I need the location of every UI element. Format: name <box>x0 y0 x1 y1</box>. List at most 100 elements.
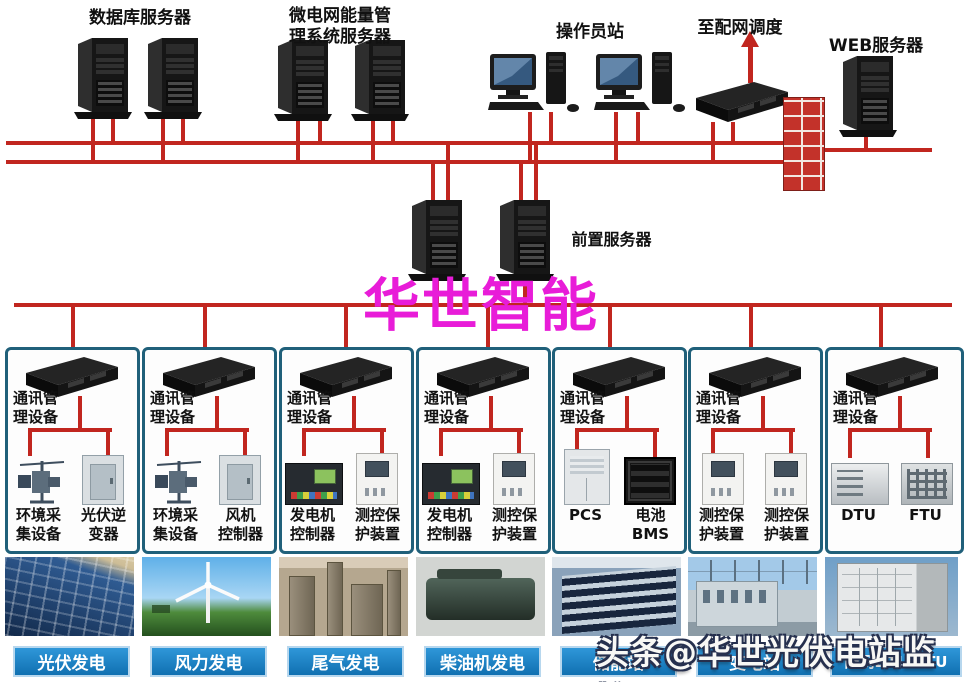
connector-line <box>517 428 521 456</box>
comm-device-label: 通讯管 理设备 <box>287 389 333 426</box>
connector-line <box>165 428 169 456</box>
field-bus-line <box>14 303 952 307</box>
station-bar-wind: 风力发电 <box>150 646 267 677</box>
connector-line <box>549 112 553 145</box>
protection-device <box>348 453 406 505</box>
env-collect-device <box>148 453 206 505</box>
connector-line <box>528 112 532 164</box>
center-watermark: 华世智能 <box>363 273 599 339</box>
genset-controller-device <box>285 453 343 505</box>
photo-exhaust-plant <box>279 557 408 636</box>
front-server-tower-icon <box>408 200 466 281</box>
connector-line <box>391 120 395 145</box>
connector-line <box>106 428 110 456</box>
connector-line <box>78 396 82 428</box>
comm-label-line2: 理设备 <box>13 408 59 426</box>
operator-station-label: 操作员站 <box>556 22 624 42</box>
connector-line <box>653 428 657 458</box>
photo-solar-farm <box>5 557 134 636</box>
connector-line <box>761 396 765 428</box>
diesel-engine <box>426 568 535 621</box>
station-bar-substation: 变电站 <box>696 646 813 677</box>
connector-line <box>534 143 538 200</box>
connector-line <box>161 118 165 164</box>
web-server-link-line <box>822 148 932 152</box>
ftu-device <box>898 453 956 505</box>
substation-building <box>695 580 778 627</box>
device-label: 风机控制器 <box>217 506 263 543</box>
column-box-substation: 通讯管 理设备 测控保护装置 测控保护装置 <box>688 347 823 554</box>
operator-workstation-icon <box>488 52 579 112</box>
dispatch-gateway-rack-icon <box>696 82 788 122</box>
device-label: 发电机控制器 <box>289 506 335 543</box>
comm-device-label: 通讯管 理设备 <box>696 389 742 426</box>
dispatch-arrow-shaft <box>748 45 753 83</box>
connector-line <box>111 118 115 145</box>
photo-switchgear-cabinet <box>825 557 958 636</box>
connector-line <box>435 280 439 305</box>
connector-line <box>523 280 527 305</box>
connector-line <box>898 396 902 428</box>
web-server-tower-icon <box>839 56 897 137</box>
plant-stack <box>387 570 401 636</box>
station-bar-storage: 储能站 <box>560 646 677 677</box>
comm-device-label: 通讯管 理设备 <box>560 389 606 426</box>
ems-server-tower-icon <box>351 40 409 121</box>
column-box-distribution: 通讯管 理设备 DTU FTU <box>825 347 964 554</box>
device-label: DTU <box>841 506 876 524</box>
bus-line-b <box>6 160 785 164</box>
dtu-device <box>831 453 889 505</box>
comm-manager-rack-icon <box>163 357 255 397</box>
front-server-tower-icon <box>496 200 554 281</box>
pcs-device <box>558 449 616 505</box>
bms-device <box>621 453 679 505</box>
connector-line <box>165 428 249 432</box>
photo-diesel-genset <box>416 557 545 636</box>
connector-line <box>28 428 112 432</box>
connector-line <box>575 428 579 458</box>
connector-line <box>879 307 883 347</box>
ems-server-tower-icon <box>274 40 332 121</box>
connector-line <box>711 428 795 432</box>
connector-line <box>864 136 868 152</box>
connector-line <box>352 396 356 428</box>
device-label: 发电机控制器 <box>426 506 472 543</box>
connector-line <box>489 396 493 428</box>
protection-device <box>694 453 752 505</box>
connector-line <box>439 428 443 456</box>
station-bar-exhaust: 尾气发电 <box>287 646 404 677</box>
comm-manager-rack-icon <box>300 357 392 397</box>
station-bar-pv: 光伏发电 <box>13 646 130 677</box>
connector-line <box>848 428 932 432</box>
dispatch-arrow-up-icon <box>741 31 759 47</box>
connector-line <box>28 428 32 456</box>
connector-line <box>575 428 659 432</box>
protection-device <box>485 453 543 505</box>
comm-manager-rack-icon <box>26 357 118 397</box>
connector-line <box>789 428 793 456</box>
connector-line <box>318 120 322 145</box>
comm-manager-rack-icon <box>846 357 938 397</box>
database-server-tower-icon <box>144 38 202 119</box>
device-label: 测控保护装置 <box>354 506 400 543</box>
connector-line <box>608 307 612 347</box>
connector-line <box>625 396 629 428</box>
battery-racks <box>562 566 676 635</box>
device-label: 光伏逆变器 <box>80 506 126 543</box>
to-dispatch-label: 至配网调度 <box>697 18 783 38</box>
connector-line <box>848 428 852 458</box>
plant-building <box>351 584 383 636</box>
photo-substation <box>688 557 817 636</box>
connector-line <box>926 428 930 458</box>
database-server-label: 数据库服务器 <box>89 8 191 28</box>
connector-line <box>296 120 300 164</box>
connector-line <box>380 428 384 456</box>
photo-wind-turbine <box>142 557 271 636</box>
connector-line <box>371 120 375 164</box>
device-label: 测控保护装置 <box>763 506 809 543</box>
front-server-label: 前置服务器 <box>571 230 652 249</box>
column-box-wind: 通讯管 理设备 环境采集设备 风机控制器 <box>142 347 277 554</box>
switchgear-cabinet <box>836 562 949 633</box>
plant-tower <box>289 576 315 636</box>
